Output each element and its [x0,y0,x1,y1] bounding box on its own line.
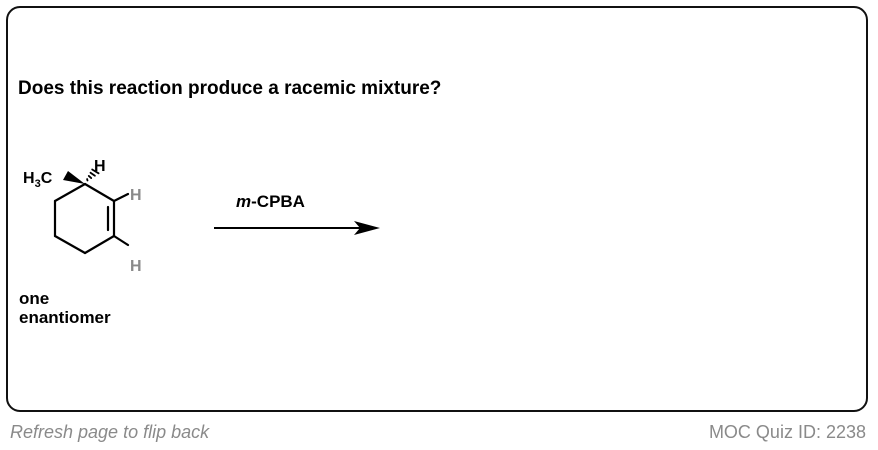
caption-one: one [19,289,49,308]
bond-c2-h [112,192,130,203]
question-text: Does this reaction produce a racemic mix… [18,78,442,99]
cyclohexene-ring [53,182,130,255]
vinyl-h-top: H [130,187,142,204]
wedge-bond-methyl [63,171,85,184]
quiz-id: MOC Quiz ID: 2238 [708,422,866,442]
vinyl-h-bottom: H [130,258,142,275]
stereo-h-label: H [94,158,106,175]
reaction-arrow-head [354,221,380,235]
methyl-label: H3C [23,170,53,190]
bond-c1-c2 [83,182,116,203]
caption-enantiomer: enantiomer [19,308,111,327]
bond-c3-h [112,234,130,247]
flip-back-hint: Refresh page to flip back [10,422,210,442]
bond-c3-c4 [83,234,116,255]
quiz-card: Does this reaction produce a racemic mix… [6,6,868,412]
bond-c4-c5 [53,234,87,255]
hashed-bond-h [86,168,100,182]
reaction-scheme: H3C H H H one enantiomer m-CPBA [19,158,380,327]
reagent-label: m-CPBA [236,192,305,211]
bond-c6-c1 [53,182,87,203]
